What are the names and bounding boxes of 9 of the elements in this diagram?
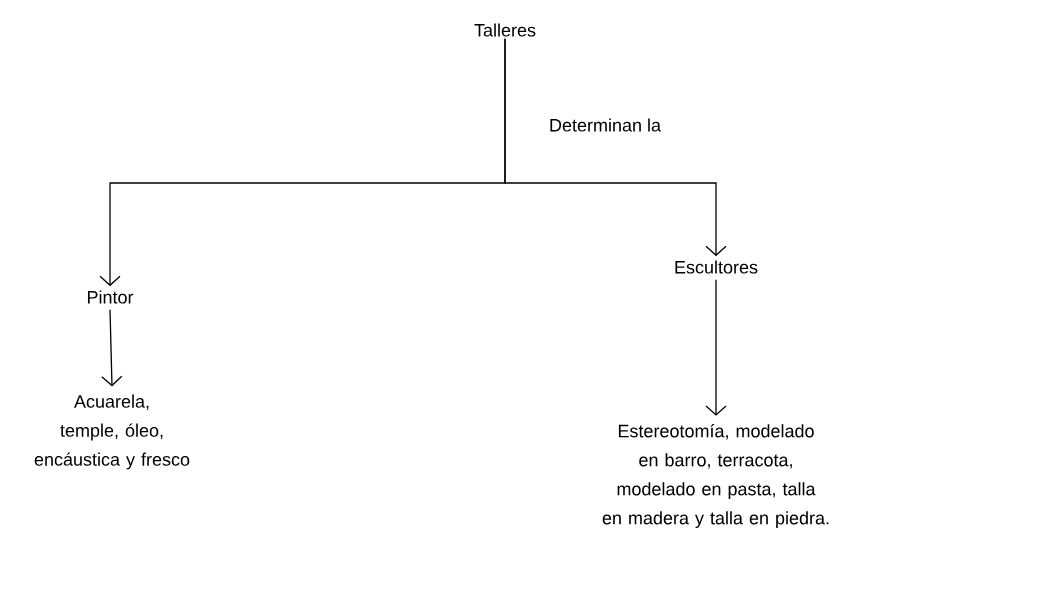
- node-text: Talleres: [474, 23, 536, 37]
- arrow: [705, 279, 727, 416]
- node-text: Acuarela, temple, óleo, encáustica y fresco: [34, 394, 190, 470]
- arrow: [504, 38, 727, 257]
- edge-label: Determinan la: [547, 116, 664, 134]
- node-text: Pintor: [87, 290, 134, 304]
- node-text: Estereotomía, modelado en barro, terracota, modelado en pasta, talla en madera y talla en piedra.: [602, 424, 829, 528]
- node-text: Escultores: [675, 260, 758, 274]
- arrow: [101, 309, 123, 387]
